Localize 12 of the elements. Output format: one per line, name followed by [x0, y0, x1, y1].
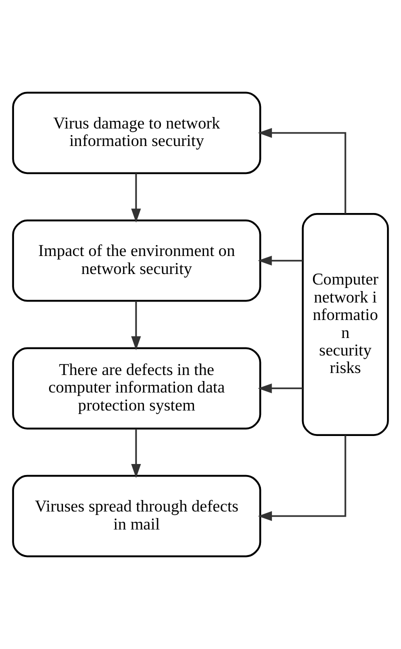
arrow: [258, 435, 346, 521]
arrow: [258, 256, 303, 266]
arrow: [131, 301, 141, 350]
arrow: [131, 173, 141, 223]
node-box: Virus damage to network information security: [12, 92, 262, 174]
node-box: There are defects in the computer information data protection system: [12, 347, 262, 430]
arrow: [258, 383, 303, 394]
node-box: Computer network information security risks: [302, 213, 389, 436]
arrow: [131, 428, 141, 478]
node-box: Impact of the environment on network security: [12, 220, 262, 302]
arrow: [258, 128, 346, 214]
node-box: Viruses spread through defects in mail: [12, 474, 262, 558]
